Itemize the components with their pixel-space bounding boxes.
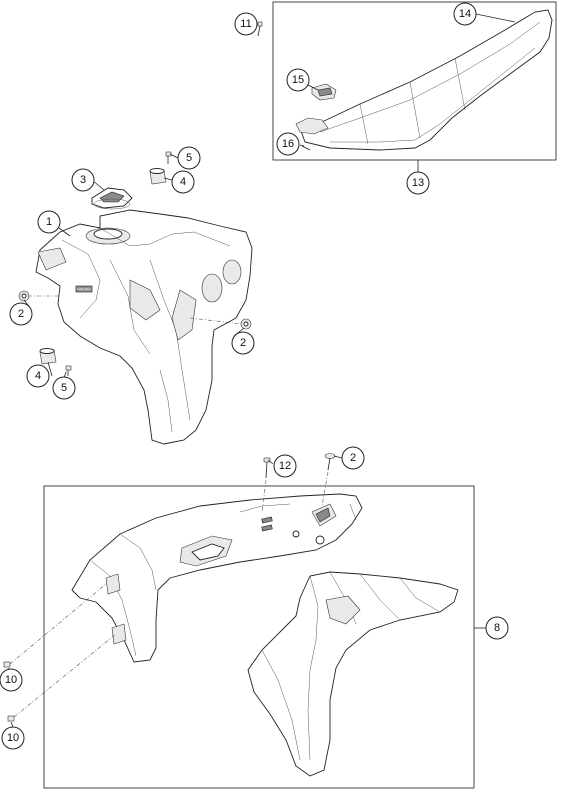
fuel-tank-group: RACING <box>18 151 253 445</box>
grommet-4-lower <box>39 348 57 365</box>
rivet-2 <box>321 453 336 507</box>
svg-text:16: 16 <box>282 138 294 150</box>
left-spoiler <box>71 493 363 663</box>
screw-5-lower <box>65 365 72 376</box>
svg-text:14: 14 <box>459 8 471 20</box>
svg-text:2: 2 <box>350 452 356 464</box>
callout-2-spoiler: 2 <box>341 446 365 470</box>
fuel-cap-3 <box>91 187 133 210</box>
washer-2-left <box>18 290 60 302</box>
callout-2-tank-right: 2 <box>231 331 255 355</box>
svg-text:4: 4 <box>180 176 186 188</box>
spoiler-group-frame <box>43 485 475 789</box>
seat-group <box>256 1 557 172</box>
screw-11 <box>257 21 263 37</box>
callout-11: 11 <box>234 12 258 36</box>
svg-text:2: 2 <box>240 337 246 349</box>
callout-16: 16 <box>276 132 300 156</box>
callout-8: 8 <box>485 616 509 640</box>
grommet-4-upper <box>149 168 167 185</box>
callout-4-upper: 4 <box>171 170 195 194</box>
svg-text:12: 12 <box>279 460 291 472</box>
callout-12: 12 <box>273 454 297 478</box>
svg-text:10: 10 <box>7 732 19 744</box>
screw-10-lower <box>7 633 117 722</box>
tank-badge-text: RACING <box>77 288 91 292</box>
svg-text:13: 13 <box>412 177 424 189</box>
callout-15: 15 <box>286 68 310 92</box>
svg-text:11: 11 <box>240 18 251 30</box>
callout-5-upper: 5 <box>177 146 201 170</box>
screw-10-upper <box>3 583 107 668</box>
seat-bracket <box>295 117 329 135</box>
callout-14: 14 <box>453 2 477 26</box>
washer-2-right <box>189 317 252 330</box>
spoiler-group <box>3 453 486 789</box>
svg-text:5: 5 <box>186 152 192 164</box>
svg-text:10: 10 <box>5 674 17 686</box>
callout-10-upper: 10 <box>0 668 23 692</box>
callout-13: 13 <box>406 171 430 195</box>
callout-5-lower: 5 <box>52 376 76 400</box>
svg-text:4: 4 <box>35 370 41 382</box>
callout-3: 3 <box>71 168 95 192</box>
callout-4-lower: 4 <box>26 364 50 388</box>
fuel-tank <box>35 209 253 445</box>
svg-text:5: 5 <box>61 382 67 394</box>
svg-text:8: 8 <box>494 622 500 634</box>
svg-text:15: 15 <box>292 74 304 86</box>
callout-1: 1 <box>37 210 61 234</box>
screw-12 <box>261 457 271 513</box>
seat-group-frame <box>272 1 557 161</box>
screw-5-upper <box>165 151 172 164</box>
callout-2-tank-left: 2 <box>9 302 33 326</box>
tank-mount-cutout-1 <box>201 273 223 303</box>
seat <box>299 9 553 151</box>
svg-text:3: 3 <box>80 174 86 186</box>
tank-badge-plate <box>75 285 93 293</box>
svg-text:1: 1 <box>46 216 52 228</box>
right-spoiler <box>247 571 459 777</box>
tank-mount-cutout-2 <box>222 259 242 285</box>
seat-pin-16 <box>301 145 311 151</box>
svg-text:2: 2 <box>18 308 24 320</box>
callout-10-lower: 10 <box>1 726 25 750</box>
